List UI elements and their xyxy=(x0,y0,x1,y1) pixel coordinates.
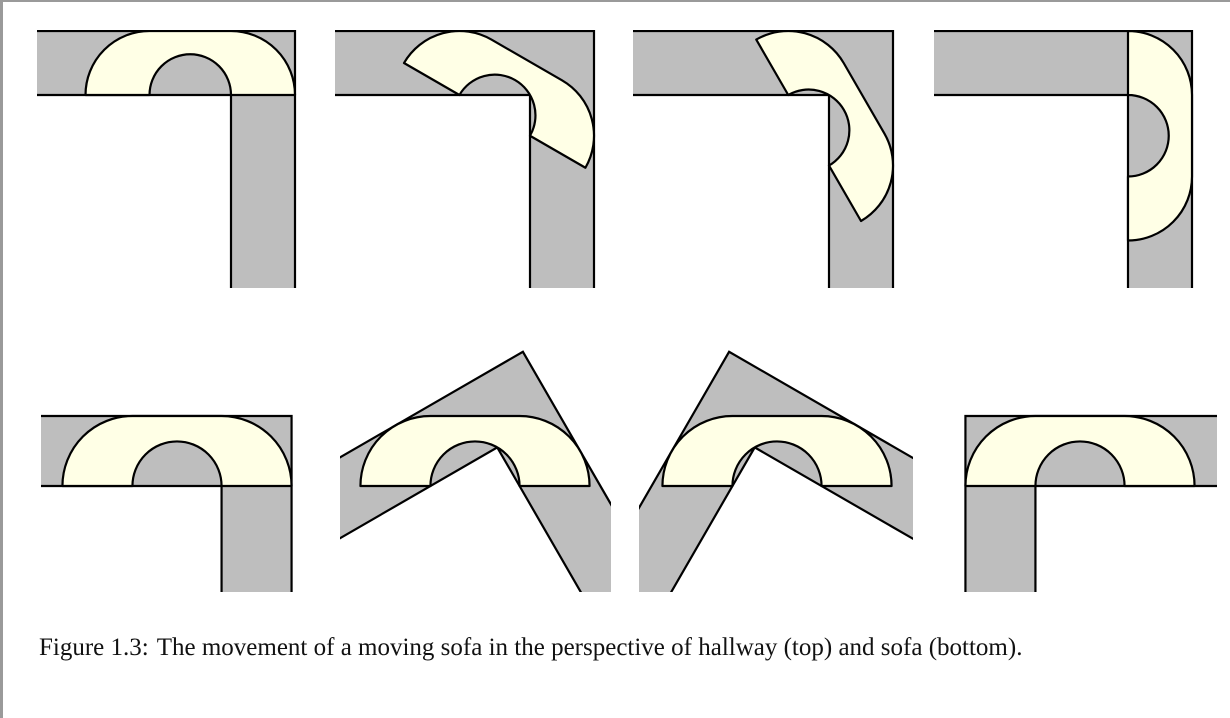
sofa-shape xyxy=(662,416,891,486)
figure-panel xyxy=(299,352,663,620)
hallway xyxy=(299,352,663,620)
sofa-shape xyxy=(756,8,916,221)
figure-panel xyxy=(631,8,917,291)
hallway-outer-wall xyxy=(932,31,1192,291)
page-edge-top xyxy=(0,0,1230,2)
hallway-outer-wall xyxy=(631,31,893,291)
figure-label: Figure 1.3: xyxy=(39,634,149,661)
hallway-outer-wall xyxy=(589,352,953,620)
figure-panel xyxy=(932,31,1192,291)
hallway-outer-wall xyxy=(299,352,663,620)
hallway-inner-wall xyxy=(631,95,829,291)
figure-panel xyxy=(40,416,292,598)
page-edge-left xyxy=(0,0,3,718)
sofa-shape xyxy=(1128,31,1192,240)
sofa-shape xyxy=(404,8,617,168)
figure-panel xyxy=(589,352,953,620)
figure-panel xyxy=(35,31,295,291)
sofa-shape xyxy=(62,416,291,486)
figure-panel xyxy=(965,416,1217,605)
hallway-inner-wall xyxy=(932,95,1128,291)
caption-text: The movement of a moving sofa in the per… xyxy=(156,634,1023,661)
hallway-inner-wall xyxy=(1035,486,1217,605)
figure-caption: Figure 1.3: The movement of a moving sofa… xyxy=(39,632,1211,663)
sofa-shape xyxy=(360,416,589,486)
figure-panel xyxy=(333,8,618,291)
hallway-outer-wall xyxy=(333,31,594,291)
hallway-inner-wall xyxy=(40,486,222,598)
hallway-inner-wall xyxy=(333,95,530,291)
sofa-movement-figure xyxy=(35,0,1217,620)
sofa-shape xyxy=(86,31,295,95)
hallway-inner-wall xyxy=(35,95,231,291)
hallway-outer-wall xyxy=(35,31,295,291)
hallway xyxy=(589,352,953,620)
sofa-shape xyxy=(965,416,1194,486)
